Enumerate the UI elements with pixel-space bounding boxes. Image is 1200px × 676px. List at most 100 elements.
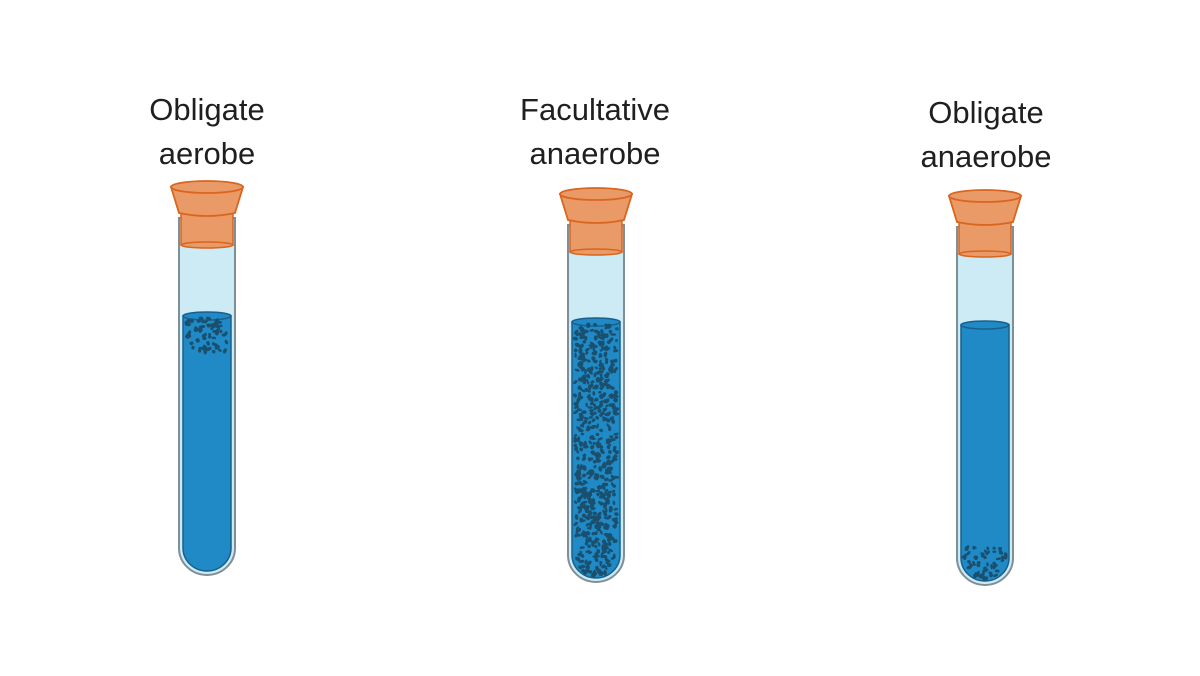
bacteria-colony bbox=[574, 489, 578, 495]
bacteria-colony bbox=[1000, 558, 1005, 563]
bacteria-colony bbox=[574, 330, 579, 337]
label-line-2: anaerobe bbox=[920, 139, 1052, 174]
bacteria-colony bbox=[604, 488, 609, 494]
bacteria-colony bbox=[612, 489, 616, 493]
bacteria-colony bbox=[597, 340, 602, 344]
bacteria-colony bbox=[986, 562, 989, 567]
stopper-cap bbox=[558, 193, 634, 224]
bacteria-colony bbox=[582, 480, 588, 484]
bacteria-colony bbox=[573, 487, 577, 491]
bacteria-colony bbox=[588, 416, 594, 419]
bacteria-colony bbox=[577, 509, 582, 514]
bacteria-colony bbox=[585, 471, 591, 475]
bacteria-colony bbox=[576, 464, 580, 470]
bacteria-colony bbox=[973, 555, 978, 560]
bacteria-colony bbox=[576, 456, 580, 461]
bacteria-colony bbox=[613, 432, 619, 436]
bacteria-colony bbox=[993, 573, 999, 577]
bacteria-colony bbox=[574, 446, 579, 451]
bacteria-colony bbox=[574, 368, 580, 372]
bacteria-colony bbox=[605, 534, 609, 538]
bacteria-colony bbox=[592, 511, 598, 516]
bacteria-colony bbox=[599, 381, 603, 386]
bacteria-colony bbox=[595, 455, 600, 461]
bacteria-colony bbox=[606, 466, 613, 471]
bacteria-colony bbox=[608, 548, 614, 553]
bacteria-colony bbox=[600, 491, 604, 496]
stopper-top bbox=[559, 187, 633, 201]
bacteria-colony bbox=[599, 373, 603, 378]
bacteria-colony bbox=[574, 405, 578, 409]
bacteria-colony bbox=[599, 349, 603, 352]
bacteria-colony bbox=[613, 412, 620, 416]
bacteria-colony bbox=[612, 500, 616, 506]
bacteria-colony bbox=[600, 362, 604, 368]
bacteria-colony bbox=[222, 348, 227, 354]
bacteria-colony bbox=[574, 500, 578, 504]
bacteria-colony bbox=[210, 326, 214, 331]
bacteria-colony bbox=[595, 565, 599, 571]
label-facultative-anaerobe: Facultative anaerobe bbox=[475, 88, 715, 176]
bacteria-colony bbox=[211, 336, 217, 340]
bacteria-colony bbox=[596, 523, 602, 529]
bacteria-colony bbox=[205, 316, 212, 321]
bacteria-colony bbox=[579, 335, 586, 340]
bacteria-colony bbox=[614, 512, 619, 516]
bacteria-colony bbox=[972, 545, 976, 550]
bacteria-colony bbox=[589, 411, 595, 416]
bacteria-colony bbox=[605, 440, 610, 445]
bacteria-colony bbox=[613, 394, 618, 398]
bacteria-colony bbox=[588, 538, 594, 543]
bacteria-colony bbox=[591, 418, 596, 423]
bacteria-colony bbox=[194, 326, 199, 331]
bacteria-colony bbox=[587, 457, 591, 462]
bacteria-colony bbox=[580, 559, 585, 563]
bacteria-colony bbox=[608, 403, 613, 407]
bacteria-colony bbox=[589, 525, 592, 530]
bacteria-colony bbox=[612, 539, 617, 544]
bacteria-colony bbox=[601, 392, 607, 398]
bacteria-colony bbox=[592, 347, 596, 353]
label-line-1: Obligate bbox=[149, 92, 265, 127]
bacteria-colony bbox=[605, 404, 609, 408]
bacteria-colony bbox=[591, 356, 596, 361]
bacteria-colony bbox=[593, 465, 597, 469]
bacteria-colony bbox=[573, 348, 578, 353]
bacteria-colony bbox=[606, 536, 613, 541]
bacteria-colony bbox=[593, 372, 597, 378]
bacteria-colony bbox=[596, 554, 600, 558]
bacteria-colony bbox=[583, 416, 589, 420]
bacteria-colony bbox=[595, 405, 601, 410]
bacteria-colony bbox=[587, 476, 591, 480]
bacteria-colony bbox=[609, 416, 615, 421]
bacteria-colony bbox=[595, 415, 599, 420]
bacteria-colony bbox=[588, 370, 593, 375]
bacteria-colony bbox=[577, 488, 582, 492]
bacteria-colony bbox=[602, 407, 608, 412]
label-line-2: aerobe bbox=[158, 136, 256, 171]
bacteria-colony bbox=[577, 472, 582, 477]
bacteria-colony bbox=[589, 341, 595, 346]
bacteria-colony bbox=[574, 433, 578, 438]
bacteria-colony bbox=[590, 507, 596, 511]
bacteria-colony bbox=[605, 359, 608, 363]
bacteria-colony bbox=[607, 470, 612, 475]
bacteria-colony bbox=[611, 418, 616, 424]
bacteria-colony bbox=[992, 564, 998, 569]
bacteria-colony bbox=[612, 475, 617, 480]
bacteria-colony bbox=[591, 470, 595, 474]
bacteria-colony bbox=[604, 509, 608, 514]
bacteria-colony bbox=[217, 348, 222, 352]
bacteria-colony bbox=[608, 329, 613, 334]
bacteria-colony bbox=[195, 338, 200, 342]
bacteria-colony bbox=[601, 346, 606, 351]
bacteria-colony bbox=[579, 546, 585, 549]
stopper-plug bbox=[180, 212, 234, 246]
bacteria-colony bbox=[574, 352, 577, 358]
bacteria-colony bbox=[599, 428, 604, 433]
bacteria-colony bbox=[573, 402, 578, 406]
bacteria-colony bbox=[596, 423, 599, 429]
bacteria-colony bbox=[585, 351, 589, 355]
bacteria-colony bbox=[578, 480, 582, 485]
bacteria-colony bbox=[586, 495, 591, 500]
